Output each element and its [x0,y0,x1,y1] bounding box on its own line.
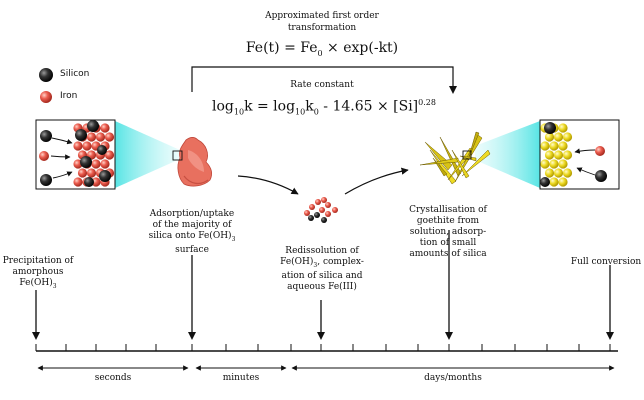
timeline-axis [35,344,618,352]
legend-iron-sphere [40,91,52,103]
redissolution-caption: Redissolution of Fe(OH)3, complex- ation… [280,246,364,292]
lattice-atom [544,168,555,178]
lattice-atom [558,159,568,169]
transformation-heading: Approximated first order transformation [265,11,379,33]
bracket-arrow [191,66,454,92]
goethite-crystals [419,131,491,185]
zoom-beam-left [115,121,180,188]
lattice-atom [558,123,568,133]
lattice-atom [562,168,573,178]
bracket-arrowhead [449,86,457,94]
lattice-atom [549,141,559,151]
lattice-atom [562,150,573,160]
lattice-atom [549,159,559,169]
zoom-beam-right [475,121,540,188]
timescale-seconds: seconds [94,373,132,383]
lattice-atom [86,132,97,142]
lattice-atom [104,150,115,160]
lattice-atom [100,123,110,133]
legend-silicon-sphere [39,68,53,82]
lattice-atom [95,132,106,142]
lattice-atom [91,177,101,187]
lattice-atom [544,132,555,142]
timescale-days-months: days/months [424,373,482,383]
lattice-atom [86,168,97,178]
lattice-atom [549,177,559,187]
lattice-atom [553,168,564,178]
lattice-atom [562,132,573,142]
lattice-atom [91,159,101,169]
rate-constant-label: Rate constant [290,80,354,90]
lattice-atom [544,150,555,160]
lattice-atom [77,168,88,178]
event-arrows [35,230,611,336]
lattice-atom [553,150,564,160]
lattice-atom [540,159,550,169]
lattice-atom [553,132,564,142]
ferrihydrite-particle [172,136,213,187]
first-order-equation: Fe(t) = Fe0 × exp(-kt) [245,40,399,58]
legend-silicon-label: Silicon [60,69,90,79]
zoom-box-ferrihydrite [35,119,116,190]
timescale-minutes: minutes [222,373,260,383]
dissolved-species [304,197,338,223]
lattice-atom [558,141,568,151]
lattice-atom [104,132,115,142]
adsorption-caption: Adsorption/uptake of the majority of sil… [148,209,236,255]
crystallisation-caption: Crystallisation of goethite from solutio… [409,205,487,259]
lattice-atom [540,141,550,151]
full-conversion-caption: Full conversion [570,257,642,267]
legend-iron-label: Iron [60,91,78,101]
lattice-atom [73,141,83,151]
rate-constant-equation: log10k = log10k0 - 14.65 × [Si]0.28 [212,98,436,117]
lattice-atom [73,177,83,187]
lattice-atom [100,159,110,169]
precipitation-caption: Precipitation of amorphous Fe(OH)3 [2,256,74,290]
lattice-atom [82,141,92,151]
lattice-atom [558,177,568,187]
zoom-box-goethite [539,119,620,190]
